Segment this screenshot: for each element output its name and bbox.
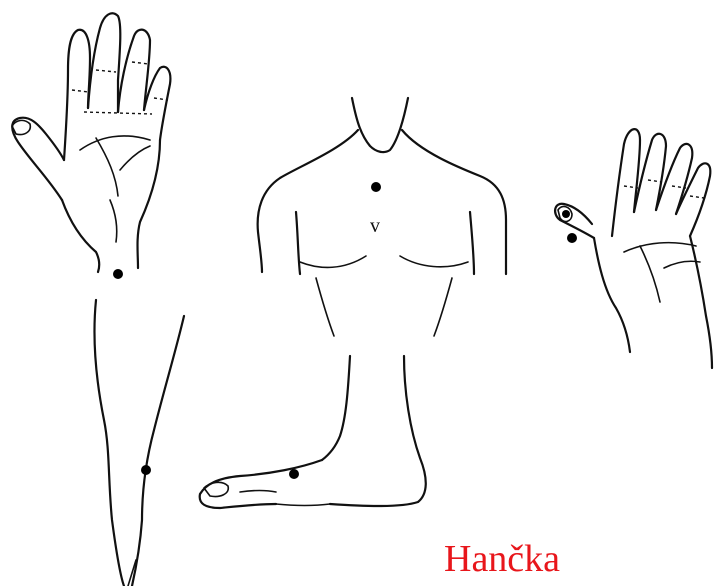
torso-symbol: v bbox=[370, 215, 380, 237]
forearm bbox=[94, 300, 184, 586]
left-palm bbox=[555, 129, 712, 368]
foot bbox=[200, 356, 426, 508]
caption-label: Hančka bbox=[444, 540, 560, 578]
point-lower-limb bbox=[141, 465, 151, 475]
right-palm bbox=[12, 13, 170, 272]
point-chest bbox=[371, 182, 381, 192]
point-wrist bbox=[113, 269, 123, 279]
torso: v bbox=[258, 98, 506, 336]
point-thumb-nail bbox=[562, 210, 570, 218]
point-thumb bbox=[567, 233, 577, 243]
acupoints bbox=[113, 182, 577, 479]
point-foot bbox=[289, 469, 299, 479]
